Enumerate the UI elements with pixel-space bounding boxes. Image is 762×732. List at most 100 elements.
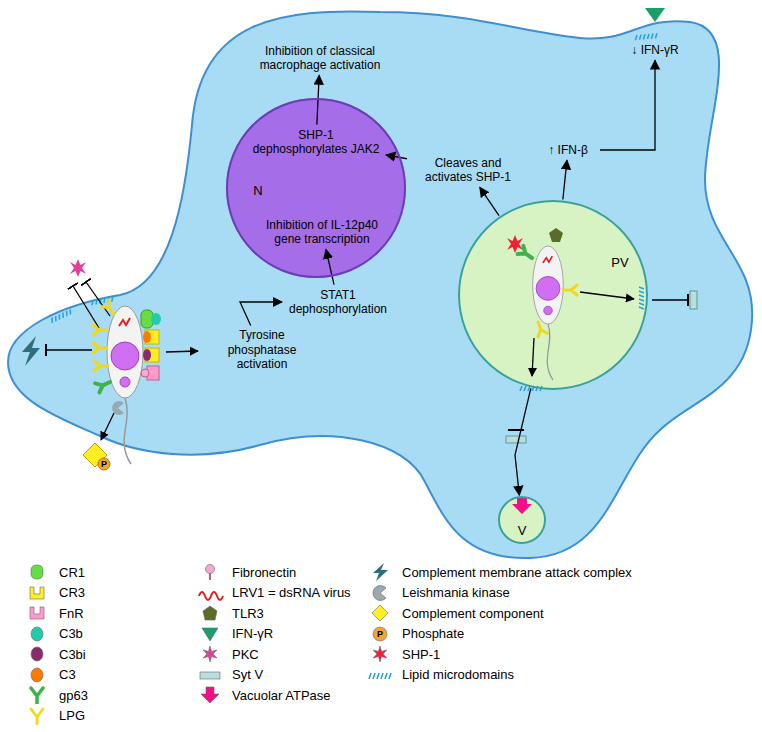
legend-icon [195,686,225,704]
extracellular-parasite [22,259,198,470]
legend-swatch [203,606,217,620]
pathway-step: Inhibition of IL-12p40 gene transcriptio… [255,217,389,248]
legend-icon [22,625,52,643]
legend-icon [195,645,225,663]
legend-text: Complement membrane attack complex [402,565,632,580]
legend-row: C3 [22,665,76,685]
legend-row: TLR3 [195,603,264,623]
legend-text: IFN-γR [232,626,273,641]
cell-compartment: SHP-1 dephosphorylates JAK2Inhibition of… [226,98,406,278]
legend-text: PKC [232,647,259,662]
legend-icon [195,625,225,643]
legend-row: PKC [195,644,259,664]
legend-icon [22,645,52,663]
legend-swatch [203,646,217,662]
step-text: Inhibition of classical macrophage activ… [257,44,383,73]
phagosome-parasite [506,8,697,514]
legend-text: FnR [59,606,84,621]
legend-row: LPG [22,706,85,726]
legend-swatch [202,628,218,641]
legend-text: C3b [59,626,83,641]
legend-row: CR3 [22,583,85,603]
compartment-outline [458,200,648,390]
step-text: Tyrosine phosphatase activation [204,328,320,371]
compartment-outline [226,98,406,278]
pathway-step: Tyrosine phosphatase activation [202,327,322,372]
legend-row: LRV1 = dsRNA virus [195,583,351,603]
step-text: ↓ IFN-γR [621,43,689,57]
compartment-fill [498,496,546,544]
legend-swatch [31,565,43,579]
legend-text: C3 [59,667,76,682]
legend-icon [365,604,395,622]
pathway-arrow [480,187,499,215]
compartment-border [459,201,647,389]
cell-compartment: V [498,496,546,544]
legend-icon [22,584,52,602]
macrophage [8,11,752,558]
legend-row: gp63 [22,685,88,705]
pathway-step: Inhibition of classical macrophage activ… [255,43,385,74]
legend-text: Fibronectin [232,565,296,580]
legend-swatch [372,605,388,621]
compartment-fill [458,200,648,390]
legend-row: C3b [22,624,83,644]
legend-text: Phosphate [402,626,464,641]
compartment-fill [226,98,406,278]
legend-text: CR3 [59,585,85,600]
legend-swatch [30,607,44,619]
step-text: Inhibition of IL-12p40 gene transcriptio… [257,218,387,247]
legend-swatch [373,646,387,662]
legend-row: Syt V [195,665,263,685]
legend-row: Vacuolar ATPase [195,685,331,705]
legend-row: Leishmania kinase [365,583,510,603]
phosphate-mark: P [377,629,383,639]
compartment-border [227,99,405,277]
step-text: ↑ IFN-β [540,143,596,157]
step-text: Cleaves and activates SHP-1 [411,156,525,185]
pathway-arrow [563,160,567,199]
legend-icon [365,645,395,663]
legend-text: SHP-1 [402,647,440,662]
legend-row: Lipid microdomains [365,665,514,685]
pathway-arrow [515,388,531,495]
legend-swatch [373,585,386,600]
phosphate-mark: P [101,459,107,469]
pathway-arrow [600,60,655,150]
compartment-label: V [518,523,527,538]
pathway-arrow [326,249,334,284]
legend-text: Syt V [232,667,263,682]
legend-swatch [201,687,219,703]
legend-icon [195,666,225,684]
pathway-step: Cleaves and activates SHP-1 [409,155,527,186]
legend-row: Complement component [365,603,544,623]
legend-icon [22,707,52,725]
legend-text: LRV1 = dsRNA virus [232,585,351,600]
legend-text: TLR3 [232,606,264,621]
legend-row: CR1 [22,562,85,582]
pathway-step: STAT1 dephosphorylation [284,287,392,318]
legend-text: gp63 [59,688,88,703]
pathway-step: ↑ IFN-β [538,142,598,158]
step-text: SHP-1 dephosphorylates JAK2 [250,128,382,157]
legend-icon [365,666,395,684]
pathway-arrow [386,155,407,159]
legend-row: C3bi [22,644,86,664]
legend-row: FnR [22,603,84,623]
legend-swatch [373,627,387,641]
compartment-border [499,497,545,543]
legend-text: Leishmania kinase [402,585,510,600]
legend-swatch [31,647,43,661]
legend-swatch [200,672,220,679]
legend-text: Complement component [402,606,544,621]
legend-swatch [206,565,215,574]
legend-row: Complement membrane attack complex [365,562,632,582]
legend-text: CR1 [59,565,85,580]
legend-icon [195,604,225,622]
legend-row: Fibronectin [195,562,296,582]
legend-text: C3bi [59,647,86,662]
compartment-label: PV [611,255,628,270]
cell-compartment: PV [458,200,648,390]
legend-icon [195,584,225,602]
